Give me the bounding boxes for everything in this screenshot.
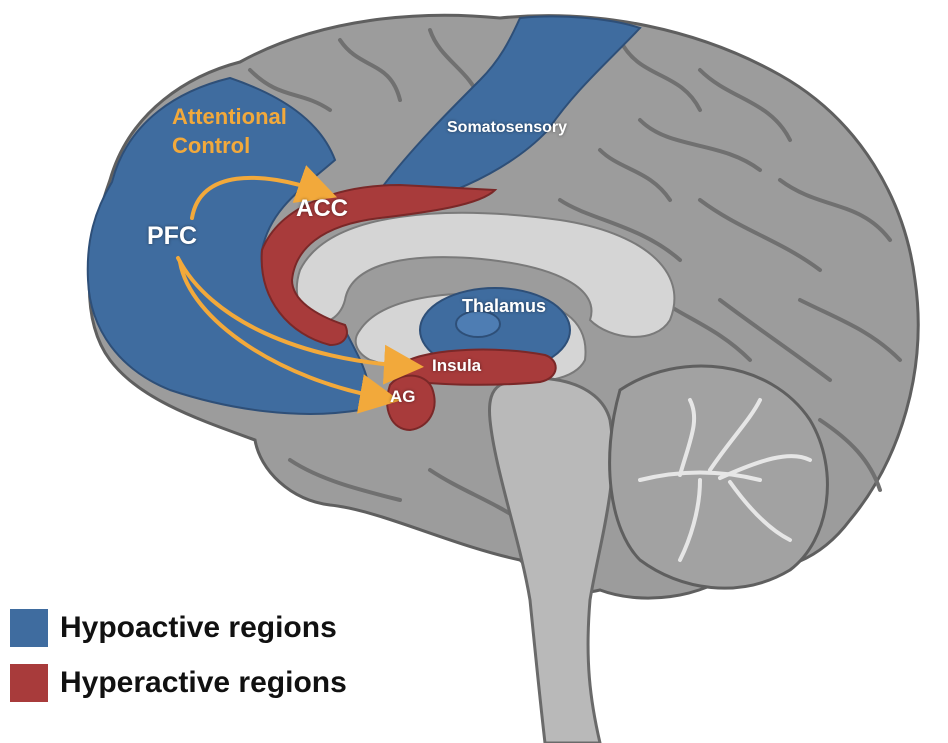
legend-hyper: Hyperactive regions	[10, 664, 347, 702]
brainstem	[489, 378, 612, 743]
legend-hypo-label: Hypoactive regions	[60, 611, 337, 645]
attentional-control-label: Attentional Control	[172, 102, 287, 160]
attentional-line: Attentional	[172, 102, 287, 131]
somatosensory-label: Somatosensory	[447, 119, 567, 137]
legend-hyper-swatch	[10, 664, 48, 702]
insula-label: Insula	[432, 356, 481, 376]
acc-label: ACC	[296, 195, 348, 223]
legend-hyper-label: Hyperactive regions	[60, 666, 347, 700]
thalamus-label: Thalamus	[462, 296, 546, 317]
pfc-label: PFC	[147, 222, 197, 251]
control-line: Control	[172, 131, 287, 160]
legend-hypo-swatch	[10, 609, 48, 647]
legend-hypo: Hypoactive regions	[10, 609, 337, 647]
ag-label: AG	[390, 387, 416, 407]
